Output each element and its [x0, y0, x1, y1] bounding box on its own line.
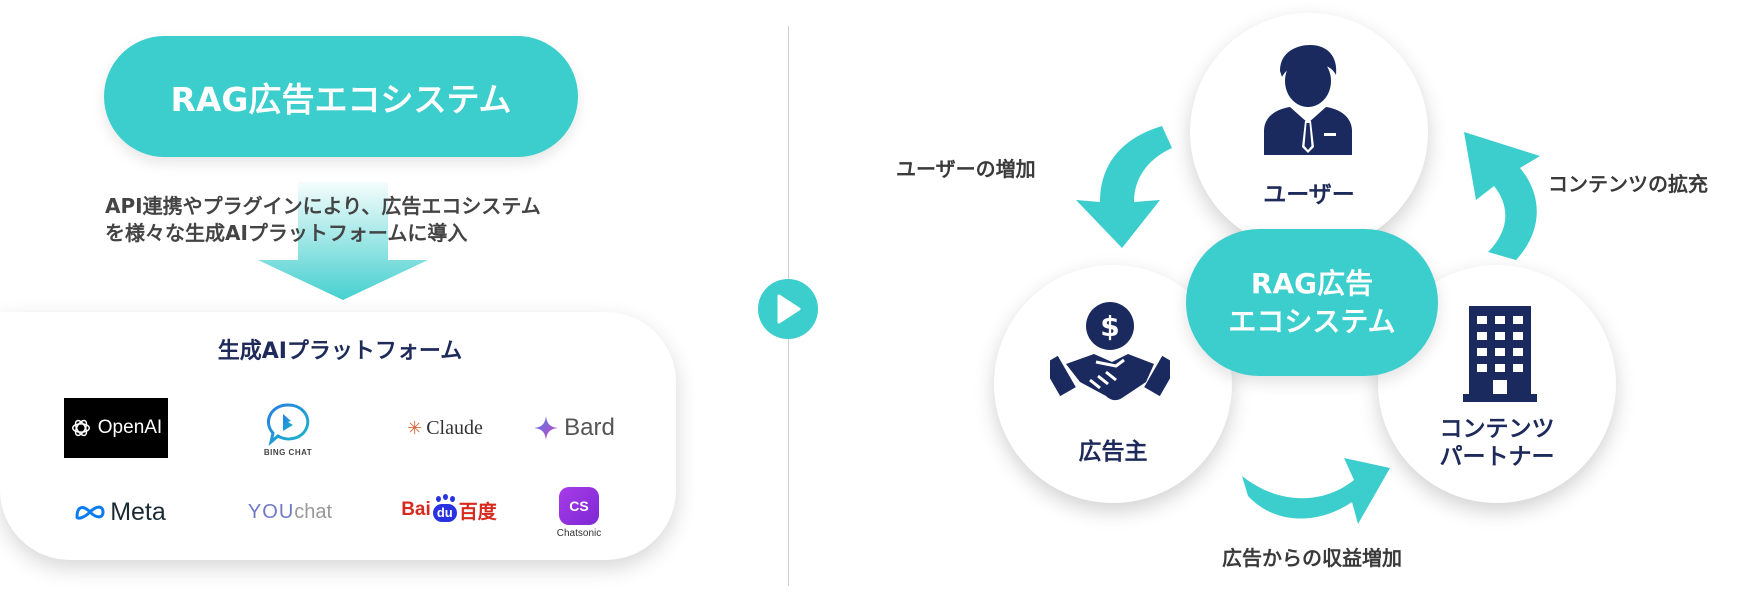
baidu-cn: 百度: [458, 501, 497, 523]
youchat-you: YOU: [247, 500, 295, 523]
bing-chat-logo: BING CHAT: [238, 398, 338, 460]
bard-sparkle-icon: [534, 416, 559, 440]
meta-label: Meta: [110, 497, 166, 526]
bing-bubble-icon: [266, 402, 310, 446]
ecosystem-title-pill: RAG広告エコシステム: [104, 36, 578, 157]
arrow-partner-to-user: [1464, 132, 1540, 260]
description-line-2: を様々な生成AIプラットフォームに導入: [105, 221, 468, 245]
openai-label: OpenAI: [97, 417, 163, 438]
meta-infinity-icon: [75, 505, 105, 520]
office-building-icon: [1463, 306, 1537, 402]
youchat-chat: chat: [294, 500, 333, 523]
user-node-label: ユーザー: [1263, 182, 1355, 208]
dollar-handshake-icon: $: [1050, 302, 1170, 401]
chatsonic-label: Chatsonic: [556, 528, 602, 539]
baidu-logo: Bai du 百度: [398, 488, 500, 532]
integration-description: API連携やプラグインにより、広告エコシステム を様々な生成AIプラットフォーム…: [105, 193, 625, 247]
description-line-1: API連携やプラグインにより、広告エコシステム: [105, 194, 541, 218]
user-growth-label: ユーザーの増加: [896, 157, 1036, 181]
partner-node-label: コンテンツ パートナー: [1378, 415, 1616, 471]
claude-logo: ✳ Claude: [395, 410, 495, 446]
center-label-line-1: RAG広告: [1250, 266, 1374, 300]
ecosystem-title: RAG広告エコシステム: [170, 79, 512, 119]
platform-section-title: 生成AIプラットフォーム: [217, 339, 463, 364]
svg-text:$: $: [1100, 310, 1119, 343]
revenue-growth-label: 広告からの収益増加: [1222, 546, 1402, 570]
center-label-line-2: エコシステム: [1228, 304, 1396, 338]
user-business-icon: [1264, 45, 1352, 155]
bard-label: Bard: [564, 414, 615, 441]
next-step-indicator: [758, 279, 818, 339]
arrow-user-to-advertiser: [1076, 126, 1172, 248]
ecosystem-center-pill: RAG広告 エコシステム: [1186, 229, 1438, 376]
baidu-bai: Bai: [401, 499, 431, 520]
chatsonic-badge-icon: CS: [559, 487, 599, 525]
play-arrow-icon: [777, 294, 801, 324]
openai-knot-icon: [71, 419, 90, 437]
content-expansion-label: コンテンツの拡充: [1548, 172, 1708, 196]
openai-logo: OpenAI: [64, 398, 168, 458]
bard-logo: Bard: [528, 408, 620, 448]
meta-logo: Meta: [64, 492, 176, 532]
baidu-paw-icon: du: [432, 494, 457, 524]
partner-label-line-1: コンテンツ: [1439, 416, 1555, 442]
advertiser-node-label: 広告主: [1078, 439, 1148, 465]
baidu-du: du: [432, 504, 457, 522]
claude-label: Claude: [426, 416, 483, 439]
partner-label-line-2: パートナー: [1439, 444, 1555, 470]
arrow-advertiser-to-partner: [1242, 458, 1390, 524]
chatsonic-logo: CS Chatsonic: [548, 484, 610, 542]
claude-burst-icon: ✳: [407, 417, 423, 438]
youchat-logo: YOU chat: [238, 494, 342, 530]
bing-chat-label: BING CHAT: [263, 447, 313, 457]
